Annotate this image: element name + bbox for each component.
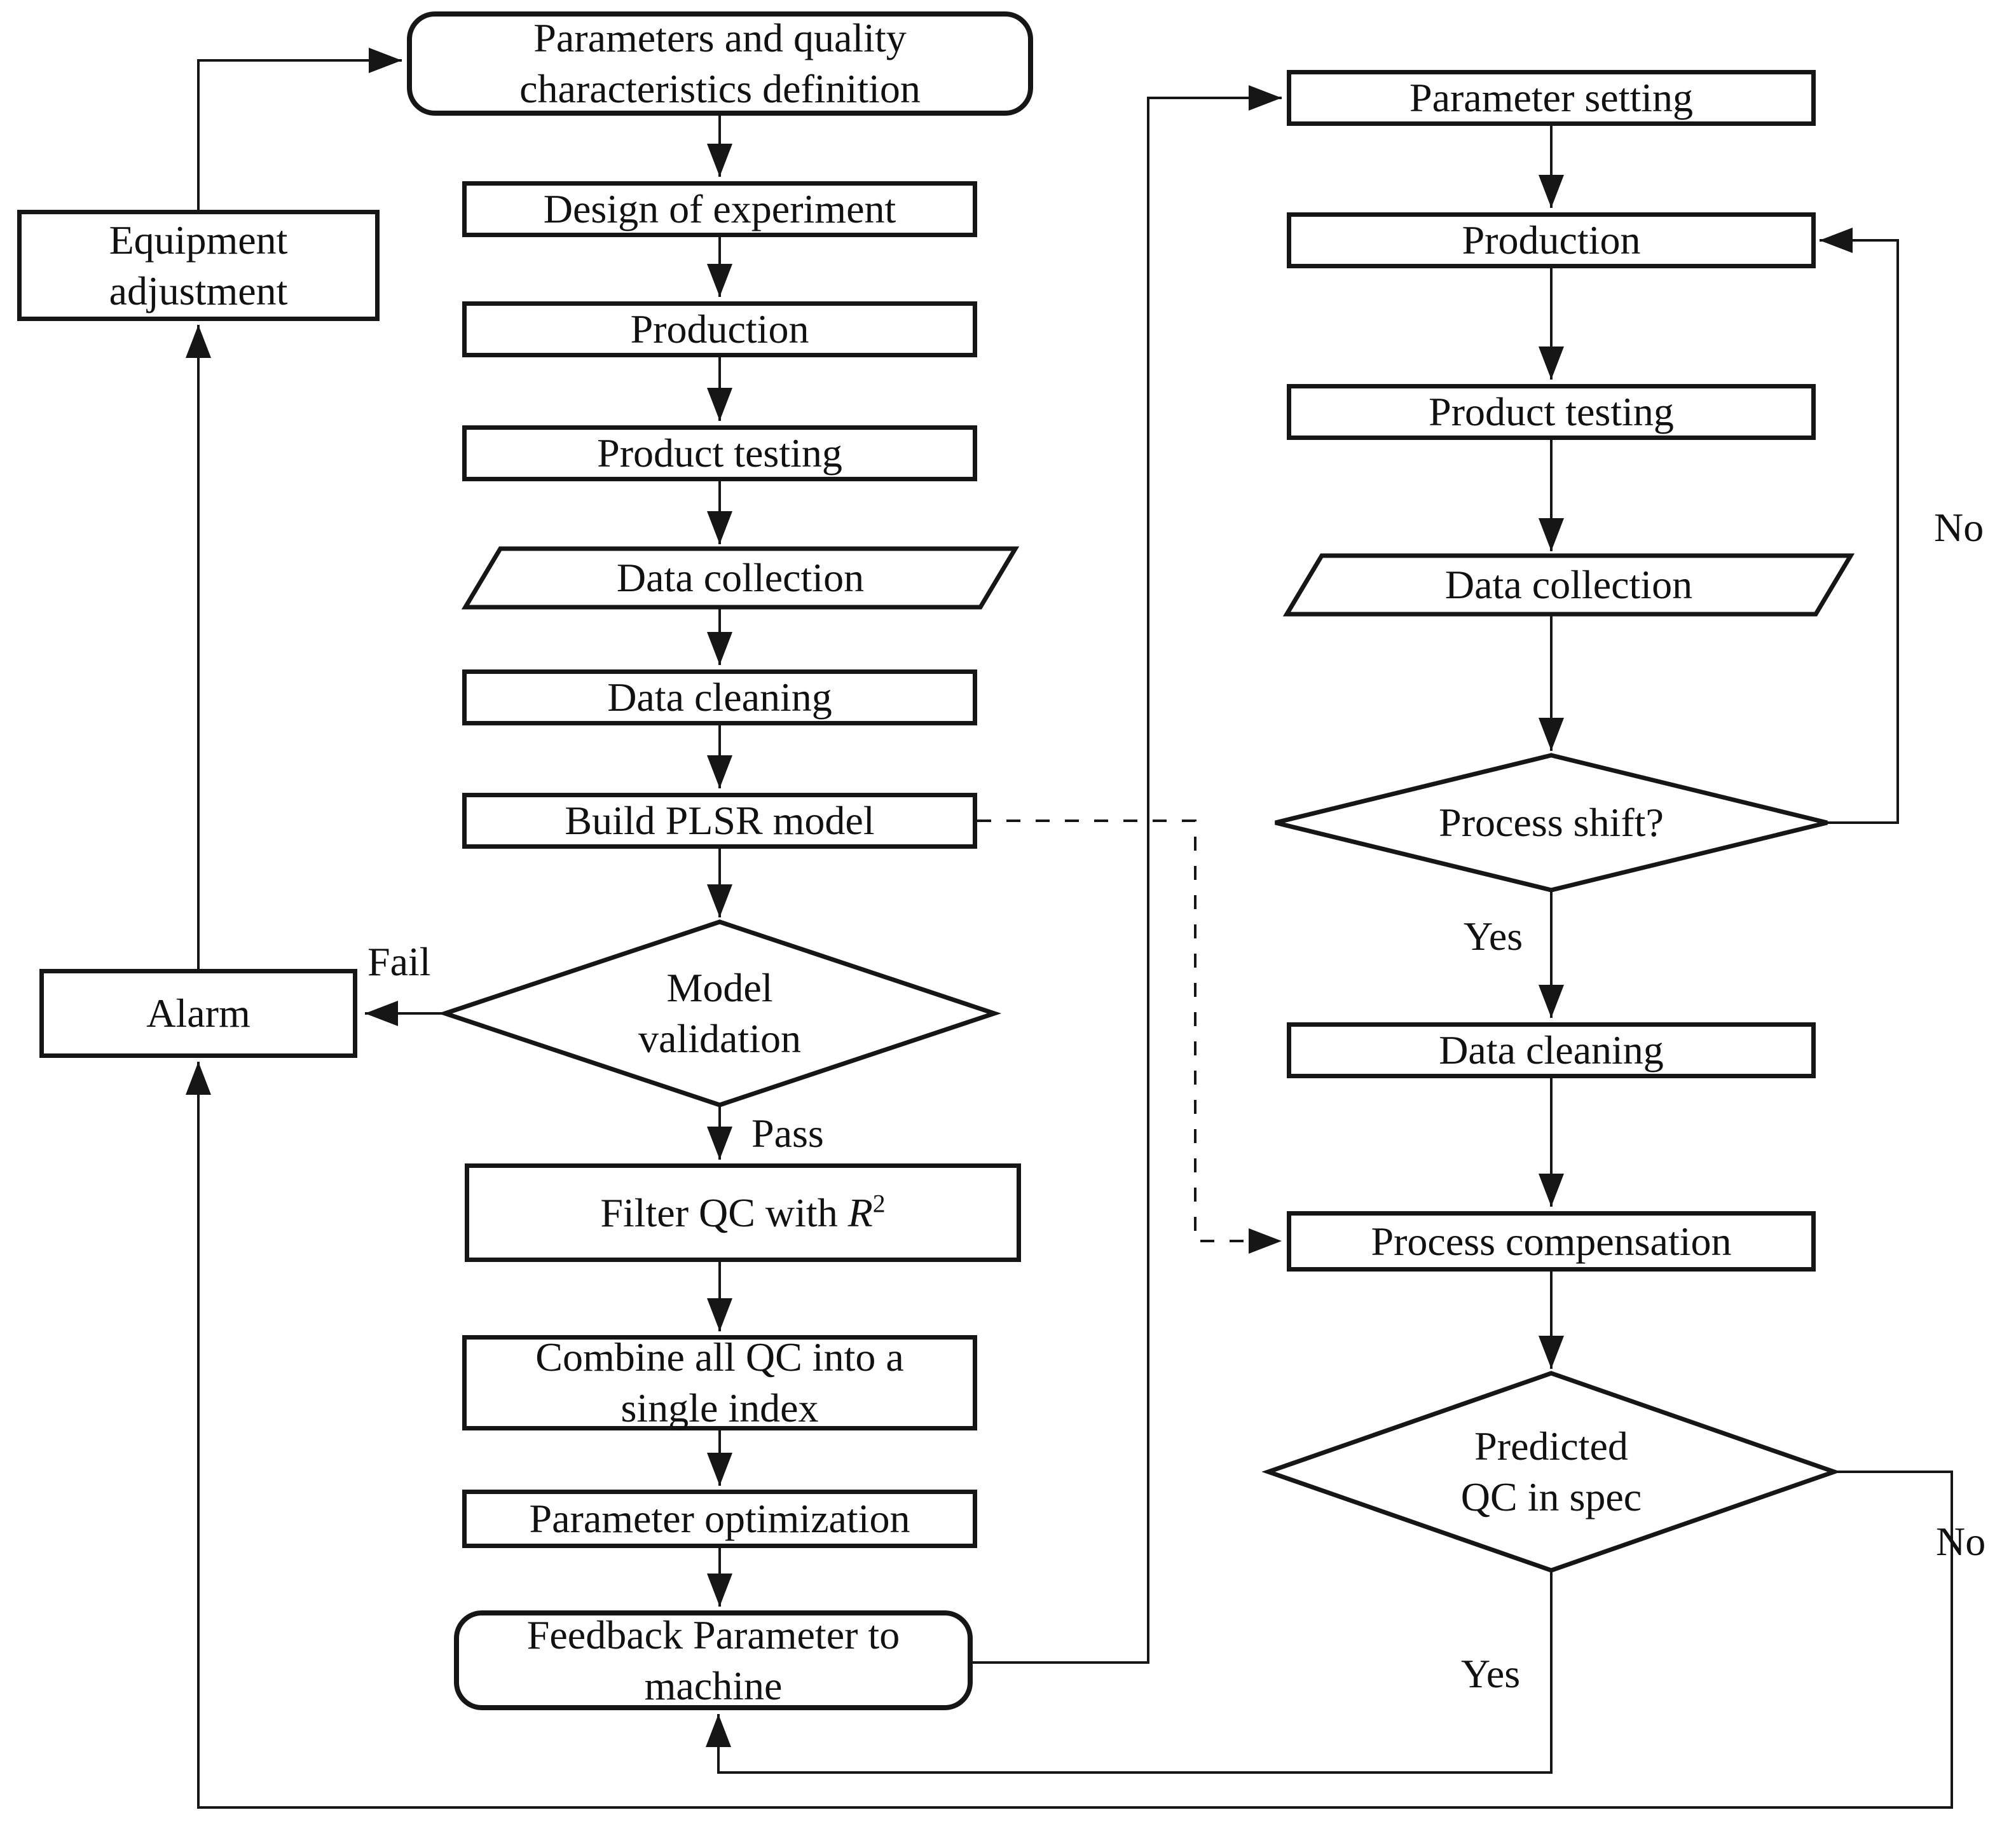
filter-qc-text: Filter QC with bbox=[600, 1190, 838, 1235]
node-label-line: Parameters and quality bbox=[533, 15, 907, 60]
node-product-testing-left: Product testing bbox=[462, 425, 977, 481]
node-label-line: Data collection bbox=[1444, 562, 1693, 607]
node-label-line: Alarm bbox=[146, 991, 250, 1036]
node-label-line: characteristics definition bbox=[519, 66, 921, 111]
node-model-validation: Model validation bbox=[529, 946, 910, 1081]
node-label-line: Filter QC with R2 bbox=[600, 1188, 885, 1238]
node-label-line: machine bbox=[644, 1663, 783, 1708]
node-label-line: Data cleaning bbox=[1439, 1027, 1664, 1073]
node-data-cleaning-left: Data cleaning bbox=[462, 669, 977, 725]
node-parameter-optimization: Parameter optimization bbox=[462, 1490, 977, 1548]
node-filter-qc: Filter QC with R2 bbox=[465, 1163, 1021, 1262]
node-alarm: Alarm bbox=[39, 969, 357, 1058]
node-label-line: Production bbox=[630, 306, 809, 352]
edge-spec-yes-to-feedback bbox=[706, 1570, 1553, 1774]
node-label-line: QC in spec bbox=[1460, 1474, 1642, 1519]
edge-loop-to-alarm bbox=[186, 1062, 1953, 1809]
data-collection-left-parallelogram bbox=[461, 546, 1020, 610]
node-label-line: Parameter setting bbox=[1409, 75, 1694, 120]
node-process-shift: Process shift? bbox=[1297, 795, 1806, 851]
node-data-collection-right: Data collection bbox=[1322, 556, 1816, 614]
node-combine-qc: Combine all QC into a single index bbox=[462, 1334, 977, 1430]
node-label-line: Production bbox=[1462, 217, 1641, 263]
node-label-line: Product testing bbox=[597, 430, 842, 476]
edge-plsr-to-compensation-dashed bbox=[977, 819, 1282, 1254]
node-predicted-qc-in-spec: Predicted QC in spec bbox=[1329, 1402, 1774, 1542]
node-label-line: Process compensation bbox=[1371, 1218, 1732, 1264]
node-label-line: single index bbox=[621, 1385, 819, 1430]
node-parameter-setting: Parameter setting bbox=[1287, 70, 1816, 126]
node-label-line: Model bbox=[666, 965, 773, 1010]
edge-feedback-to-parameter-setting bbox=[973, 85, 1282, 1664]
node-feedback-parameter: Feedback Parameter to machine bbox=[454, 1610, 973, 1710]
data-collection-right-parallelogram bbox=[1282, 553, 1855, 617]
node-label-line: Equipment bbox=[109, 217, 288, 263]
process-shift-diamond bbox=[1275, 753, 1828, 893]
node-label-line: Feedback Parameter to bbox=[526, 1612, 900, 1657]
filter-qc-symbol: R bbox=[847, 1190, 873, 1235]
edge-shift-no-loop bbox=[1820, 228, 1899, 824]
node-product-testing-right: Product testing bbox=[1287, 384, 1816, 440]
node-build-plsr-model: Build PLSR model bbox=[462, 793, 977, 849]
edge-label-pass: Pass bbox=[751, 1111, 824, 1156]
node-design-of-experiment: Design of experiment bbox=[462, 181, 977, 237]
node-equipment-adjustment: Equipment adjustment bbox=[17, 210, 380, 321]
node-label-line: Design of experiment bbox=[543, 186, 896, 231]
node-process-compensation: Process compensation bbox=[1287, 1211, 1816, 1272]
node-label-line: Data collection bbox=[616, 555, 865, 600]
edge-label-shift-yes: Yes bbox=[1464, 914, 1523, 959]
edge-label-fail: Fail bbox=[367, 939, 431, 984]
node-label-line: Process shift? bbox=[1439, 800, 1664, 845]
edge-label-shift-no: No bbox=[1934, 505, 1984, 550]
node-label-line: validation bbox=[638, 1016, 801, 1061]
node-label-line: adjustment bbox=[109, 268, 288, 313]
node-parameters-definition: Parameters and quality characteristics d… bbox=[407, 11, 1033, 116]
node-data-cleaning-right: Data cleaning bbox=[1287, 1022, 1816, 1078]
node-data-collection-left: Data collection bbox=[500, 549, 980, 607]
model-validation-diamond bbox=[437, 919, 1002, 1108]
edge-label-spec-yes: Yes bbox=[1461, 1651, 1521, 1696]
edge-equipment-to-params bbox=[197, 48, 402, 210]
node-production-right: Production bbox=[1287, 212, 1816, 268]
node-label-line: Product testing bbox=[1429, 389, 1674, 434]
node-production-left: Production bbox=[462, 301, 977, 357]
node-label-line: Predicted bbox=[1474, 1423, 1628, 1469]
predicted-qc-diamond bbox=[1261, 1371, 1841, 1573]
node-label-line: Build PLSR model bbox=[565, 798, 875, 843]
edge-label-spec-no: No bbox=[1936, 1519, 1986, 1564]
node-label-line: Data cleaning bbox=[607, 675, 832, 720]
node-label-line: Combine all QC into a bbox=[535, 1334, 904, 1380]
filter-qc-superscript: 2 bbox=[872, 1190, 886, 1218]
node-label-line: Parameter optimization bbox=[529, 1496, 910, 1541]
